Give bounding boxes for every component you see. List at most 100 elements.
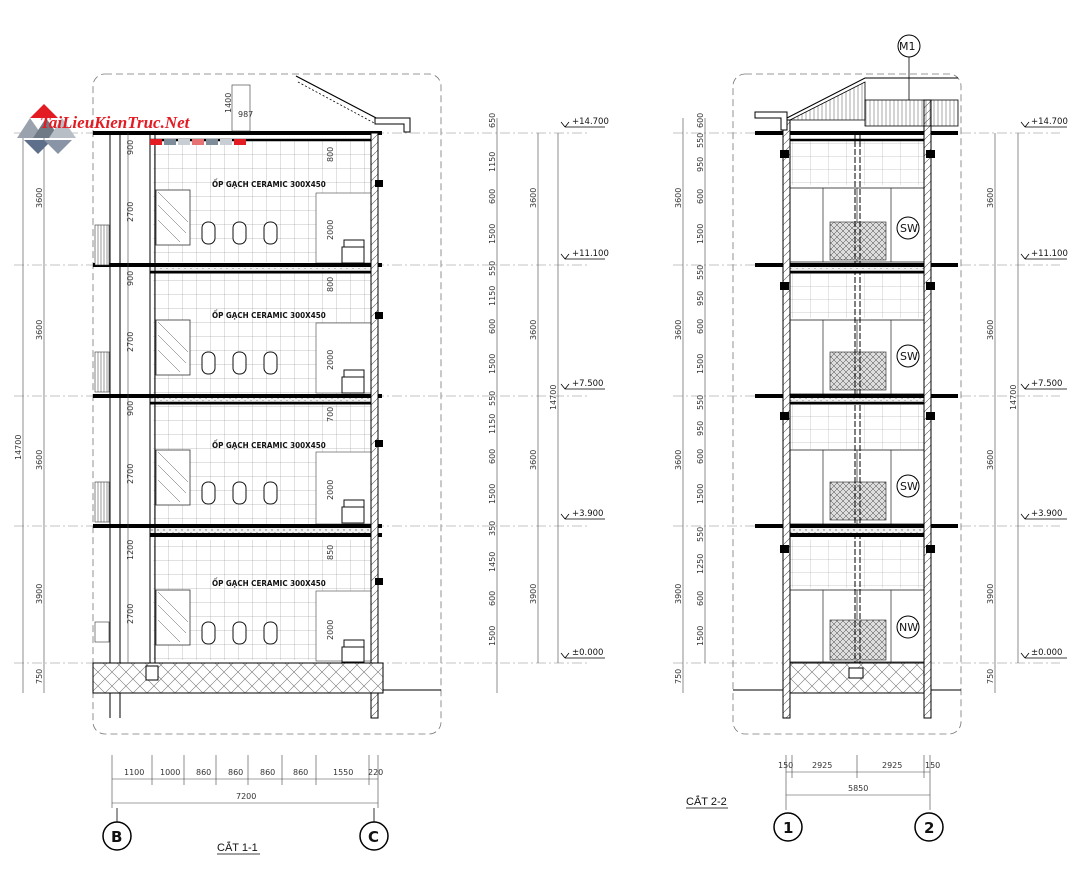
s1-right-b-3: 3600	[529, 450, 538, 470]
s1-bottom-dim-6: 860	[293, 768, 308, 777]
s1-inner-dim-2: 2700	[126, 202, 135, 222]
s2-inner-dim-16: 600	[696, 591, 705, 606]
s1-right-a-7: 600	[488, 319, 497, 334]
tile-note-1: ỐP GẠCH CERAMIC 300X450	[212, 576, 326, 588]
s1-bottom-total: 7200	[236, 792, 256, 801]
s1-inner-dim-4: 2700	[126, 332, 135, 352]
s1-right-a-5: 550	[488, 261, 497, 276]
s2-level-2: +11.100	[1031, 249, 1068, 259]
s1-left-dim-3: 3600	[35, 450, 44, 470]
s1-right-b-4: 3900	[529, 584, 538, 604]
s2-level-4: +3.900	[1031, 509, 1062, 519]
s1-left-dim-4: 3900	[35, 584, 44, 604]
s1-inner-dim-7: 1200	[126, 540, 135, 560]
s1-wall-dim-7: 850	[326, 545, 335, 560]
window-tag-2: SW	[900, 480, 918, 493]
s2-right-dim-2: 3600	[986, 320, 995, 340]
watermark-text: TaiLieuKienTruc.Net	[40, 113, 191, 132]
s1-bottom-dim-7: 1550	[333, 768, 353, 777]
s2-left-dim-3: 3600	[674, 450, 683, 470]
s1-bottom-dim-8: 220	[368, 768, 383, 777]
s1-right-a-8: 1500	[488, 354, 497, 374]
tile-note-2: ỐP GẠCH CERAMIC 300X450	[212, 438, 326, 450]
s1-inner-dim-3: 900	[126, 271, 135, 286]
axis-c-bubble: C	[359, 808, 389, 851]
s1-right-a-1: 650	[488, 113, 497, 128]
s1-total-height: 14700	[14, 435, 23, 460]
watermark-logo-icon	[17, 104, 76, 154]
axis-1-bubble: 1	[773, 812, 803, 842]
s2-bottom-dim-2: 2925	[812, 761, 832, 770]
s1-level-5: ±0.000	[572, 648, 603, 658]
s1-right-a-11: 600	[488, 449, 497, 464]
axis-b-label: B	[111, 828, 122, 846]
window-tag-3: SW	[900, 350, 918, 363]
s1-right-a-12: 1500	[488, 484, 497, 504]
roof-tag-label: M1	[899, 40, 916, 53]
s1-right-a-10: 1150	[488, 414, 497, 434]
s1-wall-dim-6: 2000	[326, 480, 335, 500]
s1-right-b-2: 3600	[529, 320, 538, 340]
s1-level-2: +11.100	[572, 249, 609, 259]
s1-right-a-6: 1150	[488, 286, 497, 306]
s2-left-dim-4: 3900	[674, 584, 683, 604]
axis-b-bubble: B	[102, 808, 132, 851]
s1-right-a-14: 1450	[488, 552, 497, 572]
window-tag-1: NW	[899, 621, 918, 634]
axis-1-label: 1	[783, 819, 793, 837]
watermark-colorbar	[150, 139, 246, 145]
s2-right-dim-1: 3600	[986, 188, 995, 208]
s1-bottom-dim-2: 1000	[160, 768, 180, 777]
s1-wall-dim-5: 700	[326, 407, 335, 422]
axis-c-label: C	[368, 828, 379, 846]
s1-level-4: +3.900	[572, 509, 603, 519]
s2-inner-dim-14: 550	[696, 527, 705, 542]
s1-bottom-dim-1: 1100	[124, 768, 144, 777]
s2-left-dim-1: 3600	[674, 188, 683, 208]
s2-bottom-dim-3: 2925	[882, 761, 902, 770]
s2-bottom-total: 5850	[848, 784, 868, 793]
tile-note-3: ỐP GẠCH CERAMIC 300X450	[212, 308, 326, 320]
s1-wall-dim-8: 2000	[326, 620, 335, 640]
s1-right-a-2: 1150	[488, 152, 497, 172]
s2-inner-dim-4: 600	[696, 189, 705, 204]
s1-bottom-dim-5: 860	[260, 768, 275, 777]
axis-2-label: 2	[924, 819, 934, 837]
s2-level-3: +7.500	[1031, 379, 1062, 389]
s1-right-b-1: 3600	[529, 188, 538, 208]
s2-inner-dim-13: 1500	[696, 484, 705, 504]
s1-right-a-16: 1500	[488, 626, 497, 646]
s1-wall-dim-4: 2000	[326, 350, 335, 370]
s2-inner-dim-15: 1250	[696, 554, 705, 574]
s2-inner-dim-6: 550	[696, 265, 705, 280]
s1-inner-dim-1: 900	[126, 140, 135, 155]
s1-right-a-9: 550	[488, 391, 497, 406]
section-2-2: SW SW SW NW	[673, 34, 1068, 842]
s2-inner-dim-7: 950	[696, 291, 705, 306]
s2-inner-dim-12: 600	[696, 449, 705, 464]
s2-inner-dim-8: 600	[696, 319, 705, 334]
s1-wall-dim-2: 2000	[326, 220, 335, 240]
tile-note-4: ỐP GẠCH CERAMIC 300X450	[212, 177, 326, 189]
watermark: TaiLieuKienTruc.Net	[17, 104, 246, 154]
s2-right-dim-4: 3900	[986, 584, 995, 604]
s1-bottom-dim-3: 860	[196, 768, 211, 777]
s1-right-a-13: 350	[488, 521, 497, 536]
s2-level-5: ±0.000	[1031, 648, 1062, 658]
roof-tag-m1: M1	[897, 34, 921, 100]
s2-inner-dim-9: 1500	[696, 354, 705, 374]
s2-right-dim-5: 750	[986, 669, 995, 684]
s1-inner-dim-5: 900	[126, 401, 135, 416]
s2-left-dim-2: 3600	[674, 320, 683, 340]
s1-left-dim-2: 3600	[35, 320, 44, 340]
s1-inner-dim-8: 2700	[126, 604, 135, 624]
roof-dim-a: 1400	[224, 93, 233, 113]
s2-inner-dim-10: 550	[696, 395, 705, 410]
s1-left-dim-1: 3600	[35, 188, 44, 208]
s2-right-dim-3: 3600	[986, 450, 995, 470]
s2-left-dim-5: 750	[674, 669, 683, 684]
s2-bottom-dim-4: 150	[925, 761, 940, 770]
s1-level-1: +14.700	[572, 117, 609, 127]
window-tag-4: SW	[900, 222, 918, 235]
